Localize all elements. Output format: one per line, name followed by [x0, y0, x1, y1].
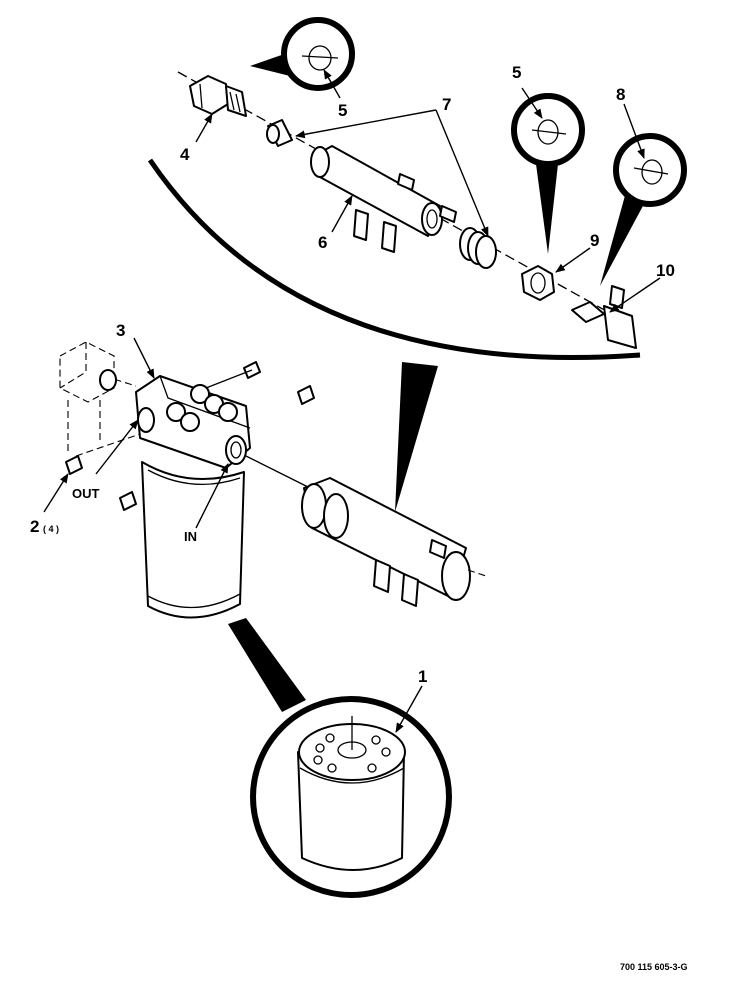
part-3-filter-head[interactable]	[135, 375, 251, 469]
callout-1: 1	[418, 667, 427, 686]
manifold-center-line	[245, 455, 311, 489]
part-6-manifold[interactable]	[310, 145, 457, 253]
part-9-fitting[interactable]	[521, 265, 555, 301]
o-ring-detail-5-top	[250, 17, 355, 99]
o-ring-detail-8	[600, 103, 687, 286]
port-label-out: OUT	[72, 486, 100, 501]
callout-7: 7	[442, 95, 451, 114]
part-4-fitting[interactable]	[189, 75, 247, 117]
leader-9	[555, 247, 591, 273]
phantom-block	[59, 341, 141, 457]
drawing-number: 700 115 605-3-G	[620, 962, 688, 972]
callout-5-top: 5	[338, 101, 347, 120]
leader-out	[95, 419, 139, 475]
screw-guide-line	[205, 369, 253, 389]
leader-7b	[435, 109, 489, 237]
callout-9: 9	[590, 231, 599, 250]
part-1-filter-element[interactable]	[297, 716, 406, 871]
part-2-set-screws[interactable]	[65, 361, 315, 511]
callout-2-quantity: ( 4 )	[43, 524, 59, 534]
leader-2	[43, 473, 69, 513]
part-7-small-fitting[interactable]	[266, 119, 293, 147]
upper-detail-pointer	[395, 362, 438, 512]
leader-1	[395, 685, 423, 733]
part-7-spring[interactable]	[459, 227, 497, 269]
leader-4	[195, 113, 213, 143]
leader-10	[609, 277, 661, 313]
callout-6: 6	[318, 233, 327, 252]
o-ring-detail-5-right	[511, 87, 585, 254]
leader-3	[133, 337, 155, 379]
callout-5-right: 5	[512, 63, 521, 82]
callout-4: 4	[180, 145, 190, 164]
callout-3: 3	[116, 321, 125, 340]
leader-in	[195, 463, 229, 529]
leader-6	[331, 195, 353, 233]
callout-2: 2	[30, 517, 39, 536]
filter-canister[interactable]	[141, 461, 245, 619]
element-detail-pointer	[228, 618, 306, 712]
callout-10: 10	[656, 261, 675, 280]
port-label-in: IN	[184, 529, 197, 544]
callout-8: 8	[616, 85, 625, 104]
lower-manifold[interactable]	[301, 477, 487, 607]
upper-detail-arc	[147, 158, 641, 360]
part-10-elbow[interactable]	[571, 285, 637, 349]
leader-7a	[295, 109, 437, 139]
